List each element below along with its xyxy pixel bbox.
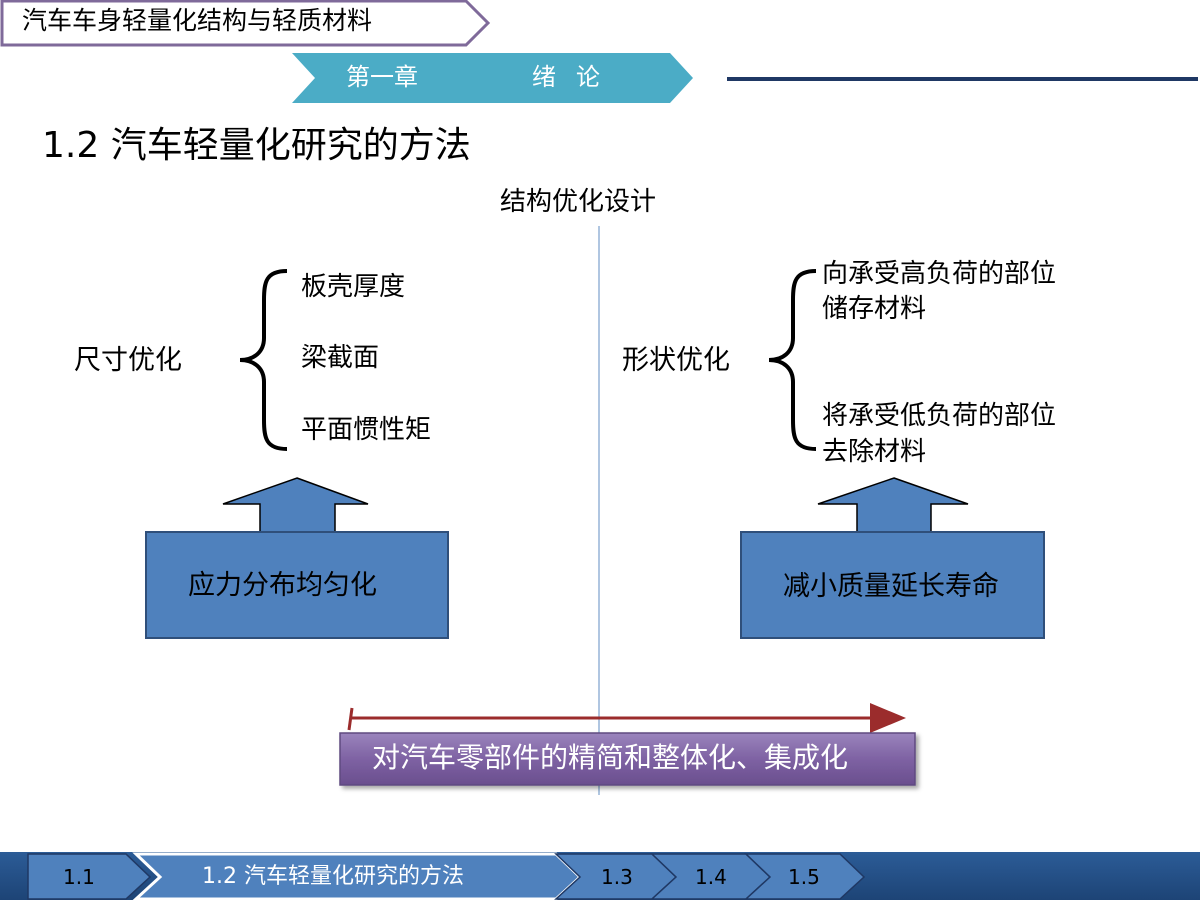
nav-tab-1.1[interactable]: 1.1	[63, 865, 95, 889]
right-brace	[768, 269, 817, 451]
right-up-arrow	[817, 477, 969, 533]
size-optimization-label: 尺寸优化	[74, 345, 182, 376]
course-title-box	[0, 0, 491, 47]
nav-tab-1.5[interactable]: 1.5	[788, 865, 820, 889]
nav-tab-1.1-shape[interactable]	[27, 853, 152, 900]
left-item-2: 梁截面	[301, 343, 380, 373]
shape-optimization-label: 形状优化	[622, 345, 730, 376]
left-box	[145, 531, 449, 639]
left-item-1: 板壳厚度	[301, 272, 406, 302]
right-item-2-line1: 将承受低负荷的部位	[822, 401, 1057, 431]
trend-arrow-tick	[347, 707, 354, 731]
banner-label: 对汽车零部件的精简和整体化、集成化	[372, 741, 849, 774]
nav-tab-1.2[interactable]: 1.2 汽车轻量化研究的方法	[202, 864, 464, 889]
banner-box	[339, 732, 916, 786]
right-item-1-line1: 向承受高负荷的部位	[822, 259, 1057, 289]
right-item-1-line2: 储存材料	[822, 294, 927, 324]
left-brace	[239, 269, 288, 451]
nav-tab-1.5-shape[interactable]	[744, 853, 866, 900]
structure-optimization-label: 结构优化设计	[500, 187, 657, 217]
right-item-2-line2: 去除材料	[822, 437, 927, 467]
chapter-name: 绪论	[532, 63, 620, 91]
nav-tab-1.3[interactable]: 1.3	[601, 865, 633, 889]
left-up-arrow	[222, 477, 369, 533]
chapter-number: 第一章	[346, 63, 418, 91]
left-item-3: 平面惯性矩	[301, 415, 432, 445]
right-box	[740, 531, 1045, 639]
nav-tab-1.4[interactable]: 1.4	[695, 865, 727, 889]
left-box-label: 应力分布均匀化	[188, 570, 377, 601]
page-title: 1.2 汽车轻量化研究的方法	[42, 125, 471, 166]
course-title: 汽车车身轻量化结构与轻质材料	[22, 6, 373, 35]
right-box-label: 减小质量延长寿命	[783, 571, 999, 602]
chapter-ribbon	[292, 53, 693, 103]
